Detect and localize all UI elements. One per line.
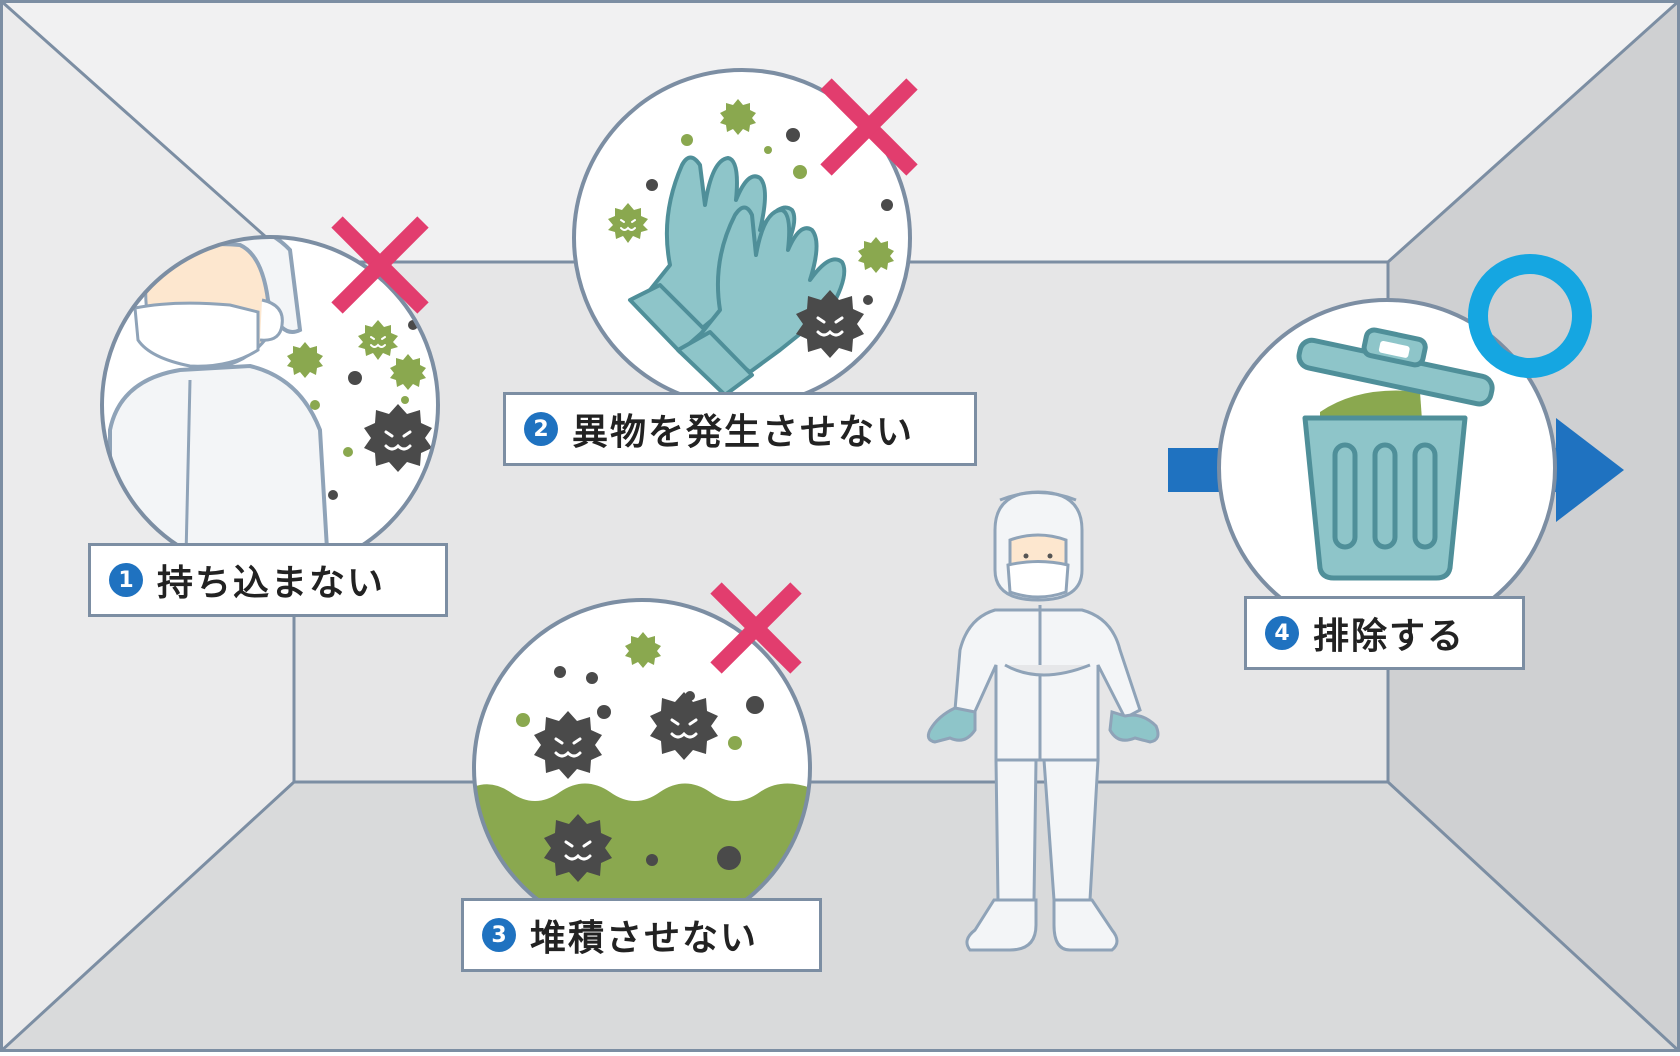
step-label-1: 1 持ち込まない <box>88 543 448 617</box>
step-text: 堆積させない <box>530 918 759 959</box>
illustration-4 <box>1217 298 1557 638</box>
cleanroom-worker <box>926 490 1160 952</box>
step-number-badge: 3 <box>482 918 516 952</box>
step-text: 異物を発生させない <box>572 412 915 453</box>
cross-mark-2 <box>820 78 918 176</box>
cross-mark-1 <box>331 216 429 314</box>
step-label-4: 4 排除する <box>1244 596 1525 670</box>
step-number-badge: 2 <box>524 412 558 446</box>
step-number-badge: 4 <box>1265 616 1299 650</box>
step-label-2: 2 異物を発生させない <box>503 392 977 466</box>
step-label-3: 3 堆積させない <box>461 898 822 972</box>
cross-mark-3 <box>710 582 802 674</box>
circle-mark-4 <box>1468 254 1592 378</box>
step-text: 持ち込まない <box>157 563 386 604</box>
step-text: 排除する <box>1313 616 1466 657</box>
illustration-2 <box>572 68 912 408</box>
step-number-badge: 1 <box>109 563 143 597</box>
